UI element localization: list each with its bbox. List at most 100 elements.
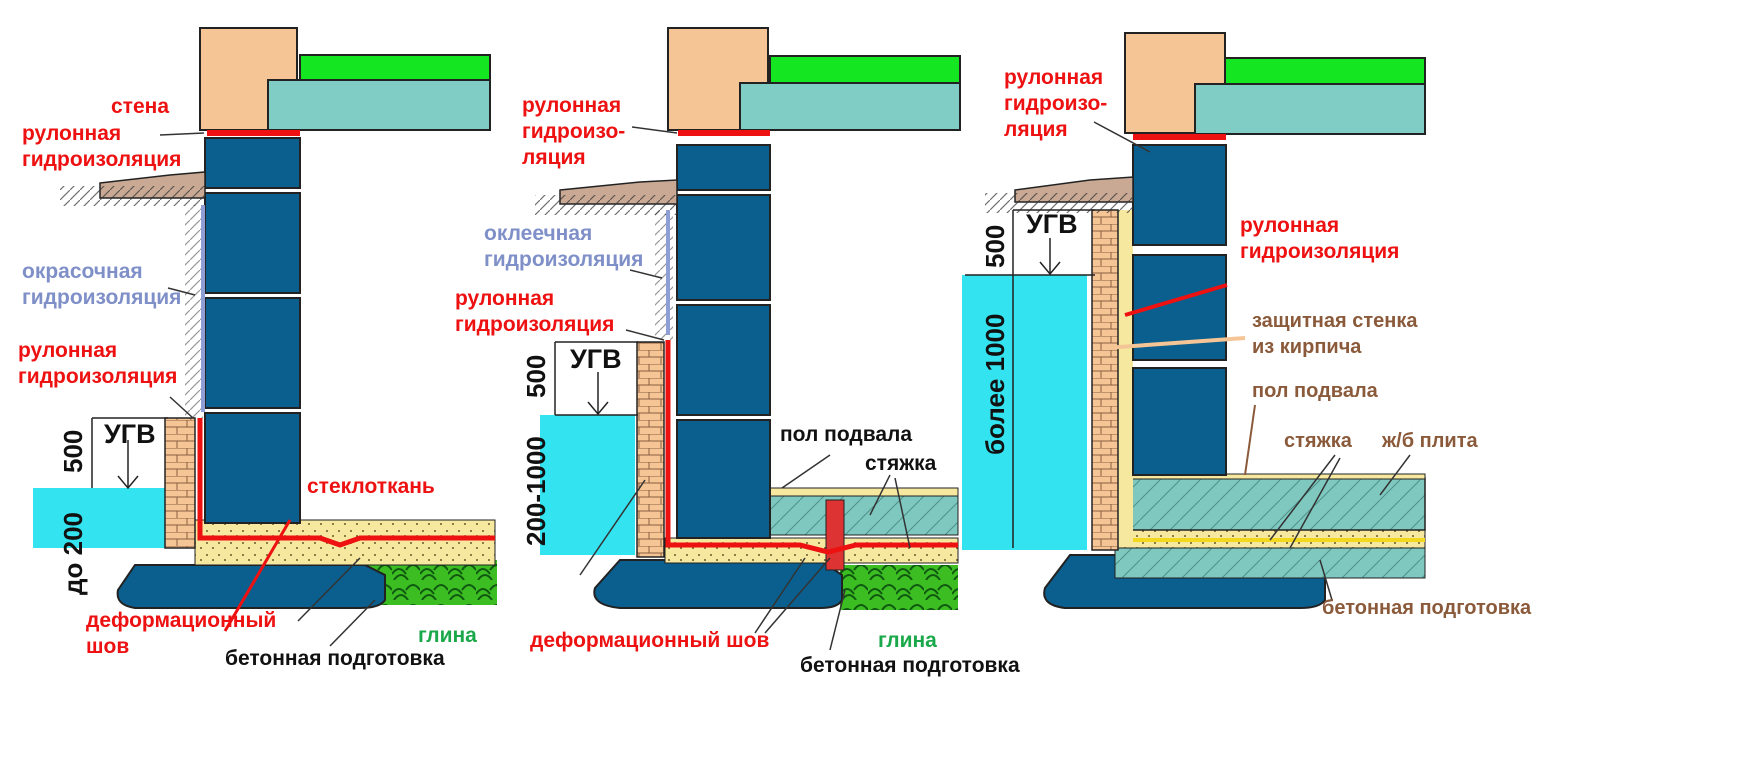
leader-line	[579, 479, 646, 576]
water-area	[540, 415, 635, 555]
label-clay: глина	[418, 624, 477, 647]
label-rolled-waterproofing-1: рулонная	[1240, 214, 1339, 237]
label-ugv: УГВ	[570, 344, 622, 374]
leader-line	[1289, 457, 1341, 549]
label-ugv: УГВ	[1026, 209, 1078, 239]
label-screed: стяжка	[1284, 430, 1353, 452]
leader-line	[167, 287, 196, 296]
leader-line	[629, 269, 663, 279]
dimension-more-1000: более 1000	[980, 314, 1010, 455]
label-rolled-waterproofing-2: гидроизоляция	[18, 365, 177, 388]
wall-block	[676, 194, 771, 301]
ugv-arrowhead	[117, 475, 139, 490]
leader-line	[329, 599, 376, 647]
yellow-fill	[1118, 210, 1133, 545]
panel-2: рулонная гидроизо- ляция оклеечная гидро…	[455, 27, 1020, 677]
leader-line	[297, 557, 361, 622]
label-rolled-waterproofing-1: рулонная	[18, 339, 117, 362]
dimension-do-200: до 200	[58, 512, 88, 595]
wall-block	[1132, 367, 1227, 476]
label-concrete-prep: бетонная подготовка	[225, 647, 445, 670]
label-rolled-waterproofing-top-2: гидроизоляция	[22, 148, 181, 171]
label-rolled-waterproofing-2: гидроизоляция	[455, 313, 614, 336]
dimension-500: 500	[58, 430, 88, 473]
leader-line	[1093, 121, 1151, 153]
label-rolled-waterproofing-top-3: ляция	[1004, 118, 1068, 141]
concrete-base	[593, 559, 843, 609]
water-area	[33, 488, 170, 548]
label-expansion-joint-2: шов	[86, 635, 129, 658]
ground-hatch-vertical	[185, 205, 203, 420]
wall-block	[204, 192, 301, 294]
label-clay: глина	[878, 629, 937, 652]
sand-layer	[664, 537, 959, 564]
wall-block	[204, 137, 301, 189]
protective-brick	[636, 341, 665, 558]
label-glued-waterproofing-1: оклеечная	[484, 222, 592, 245]
leader-line	[764, 557, 831, 634]
leader-line	[625, 329, 665, 341]
label-rolled-waterproofing-top-1: рулонная	[522, 94, 621, 117]
dimension-200-1000: 200-1000	[521, 436, 551, 546]
leader-line	[223, 519, 292, 632]
panel-3: рулонная гидроизо- ляция 500 УГВ более 1…	[962, 32, 1532, 619]
wall-block	[676, 304, 771, 416]
leader-line	[1244, 404, 1256, 476]
label-protective-wall-1: защитная стенка	[1252, 310, 1418, 332]
wall-block	[676, 419, 771, 539]
label-rolled-waterproofing-2: гидроизоляция	[1240, 240, 1399, 263]
label-basement-floor: пол подвала	[1252, 380, 1379, 402]
floor-slab	[1194, 83, 1426, 135]
label-ugv: УГВ	[104, 419, 156, 449]
label-rolled-waterproofing-top-2: гидроизо-	[522, 120, 625, 143]
ugv-arrowhead	[587, 401, 609, 416]
leader-line	[869, 474, 891, 516]
leader-line	[754, 557, 806, 634]
label-glued-waterproofing-2: гидроизоляция	[484, 248, 643, 271]
ground-hatch	[535, 195, 677, 215]
leader-line	[1269, 454, 1336, 541]
protective-brick	[164, 417, 196, 549]
protective-brick	[1091, 209, 1119, 551]
rolled-waterproofing	[197, 418, 495, 548]
floor-finish	[769, 55, 961, 84]
label-rolled-waterproofing-top-2: гидроизо-	[1004, 92, 1107, 115]
ground-hatch	[60, 186, 205, 206]
leader-line	[1379, 454, 1411, 496]
wall-block	[676, 144, 771, 191]
label-rolled-waterproofing-top-1: рулонная	[22, 122, 121, 145]
label-wall: стена	[111, 95, 169, 118]
rc-slab	[1129, 477, 1426, 531]
floor-sand	[769, 487, 959, 497]
label-screed: стяжка	[865, 452, 937, 475]
label-rolled-waterproofing-top-3: ляция	[522, 146, 586, 169]
screed	[769, 494, 959, 536]
label-basement-floor: пол подвала	[780, 423, 912, 446]
leader-line	[829, 589, 846, 651]
concrete-prep-layer	[1114, 547, 1426, 579]
label-rolled-waterproofing-1: рулонная	[455, 287, 554, 310]
floor-slab	[267, 79, 491, 131]
label-protective-wall-2: из кирпича	[1252, 336, 1362, 358]
ground-hatch	[985, 193, 1133, 213]
leader-line	[1319, 559, 1333, 601]
wall-block	[204, 297, 301, 409]
leader-line	[631, 126, 678, 134]
leader-line	[894, 477, 911, 549]
clay-layer	[840, 565, 958, 610]
label-expansion-joint: деформационный шов	[530, 629, 769, 652]
floor-slab	[739, 82, 961, 131]
leader-line	[159, 132, 205, 136]
water-area	[962, 275, 1087, 550]
wall-block	[204, 412, 301, 524]
label-rolled-waterproofing-top-1: рулонная	[1004, 66, 1103, 89]
floor-finish	[1224, 57, 1426, 85]
dimension-500: 500	[521, 355, 551, 398]
rolled-waterproofing	[665, 340, 958, 555]
panel-1: стена рулонная гидроизоляция окрасочная …	[18, 27, 497, 670]
leader-line	[781, 454, 831, 489]
leader-line	[169, 396, 194, 419]
floor-finish	[299, 54, 491, 81]
